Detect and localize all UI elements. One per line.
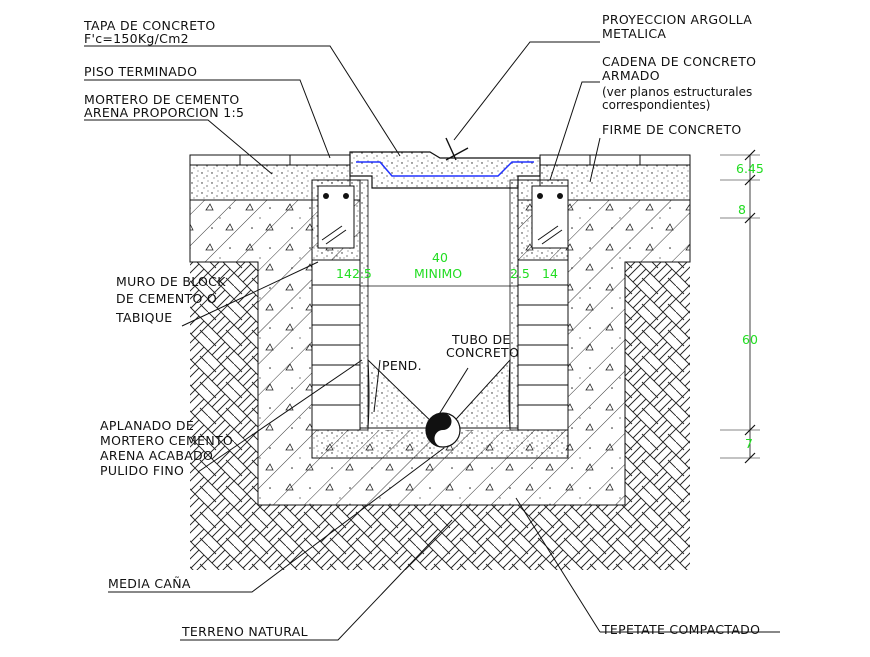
leader-aplanado — [197, 359, 363, 473]
dim-left-finish: 2.5 — [352, 266, 372, 281]
dim-right-wall: 14 — [542, 266, 558, 281]
leader-proyeccion — [453, 41, 600, 141]
label-aplanado-4: PULIDO FINO — [100, 463, 184, 478]
label-muro-3: TABIQUE — [115, 310, 172, 325]
dim-chain: 8 — [738, 202, 746, 217]
label-firme: FIRME DE CONCRETO — [602, 122, 742, 137]
floor-tiles-left — [189, 154, 351, 166]
label-tapa-1: TAPA DE CONCRETO — [83, 18, 215, 33]
dim-left-wall: 14 — [336, 266, 352, 281]
leader-media-cana — [108, 447, 445, 593]
floor-tiles-right — [539, 154, 691, 166]
label-proyeccion-2: METALICA — [602, 26, 666, 41]
dim-width-note: MINIMO — [414, 266, 462, 281]
leader-terreno — [180, 519, 453, 641]
label-aplanado-1: APLANADO DE — [100, 418, 194, 433]
label-piso: PISO TERMINADO — [84, 64, 197, 79]
label-tubo-1: TUBO DE — [451, 332, 511, 347]
plaster-left — [359, 179, 369, 431]
label-tubo-2: CONCRETO — [446, 345, 519, 360]
leader-mortero — [84, 119, 273, 175]
label-cadena-1: CADENA DE CONCRETO — [602, 54, 756, 69]
rebar-dot — [557, 193, 563, 199]
dim-base: 7 — [745, 436, 753, 451]
lid-rebar — [356, 161, 534, 177]
label-cadena-2: ARMADO — [602, 68, 660, 83]
media-cana-right — [446, 358, 511, 429]
label-cadena-4: correspondientes) — [602, 98, 711, 112]
label-terreno: TERRENO NATURAL — [181, 624, 308, 639]
plaster-right — [509, 179, 519, 431]
concrete-lid — [349, 151, 541, 189]
tube-shading — [426, 413, 452, 447]
label-media-cana: MEDIA CAÑA — [108, 576, 191, 591]
rebar-dot — [343, 193, 349, 199]
leader-tapa — [84, 45, 401, 157]
lifting-ring — [445, 137, 469, 161]
label-pend: PEND. — [382, 358, 422, 373]
label-tepetate: TEPETATE COMPACTADO — [601, 622, 760, 637]
label-muro-2: DE CEMENTO O — [116, 291, 217, 306]
label-cadena-3: (ver planos estructurales — [602, 85, 752, 99]
media-cana-left — [367, 358, 440, 429]
dim-width: 40 — [432, 250, 448, 265]
label-aplanado-2: MORTERO CEMENTO — [100, 433, 233, 448]
dimension-slashes — [744, 149, 756, 464]
label-aplanado-3: ARENA ACABADO — [100, 448, 213, 463]
dim-right-finish: 2.5 — [510, 266, 530, 281]
dim-depth: 60 — [742, 332, 758, 347]
leader-piso — [84, 79, 331, 159]
leader-pend — [373, 359, 381, 413]
rebar-dot — [323, 193, 329, 199]
rebar-dot — [537, 193, 543, 199]
label-muro-1: MURO DE BLOCK — [116, 274, 226, 289]
leader-muro — [181, 261, 319, 327]
leader-tepetate — [515, 497, 780, 633]
leader-firme — [589, 137, 601, 183]
leader-cadena — [549, 81, 600, 181]
label-tapa-2: F'c=150Kg/Cm2 — [84, 31, 189, 46]
dimension-ticks — [720, 154, 760, 459]
leader-tubo — [437, 367, 469, 417]
label-proyeccion-1: PROYECCION ARGOLLA — [602, 12, 752, 27]
label-mortero-1: MORTERO DE CEMENTO — [84, 92, 239, 107]
dim-lid: 6.45 — [736, 161, 764, 176]
label-mortero-2: ARENA PROPORCION 1:5 — [84, 105, 244, 120]
